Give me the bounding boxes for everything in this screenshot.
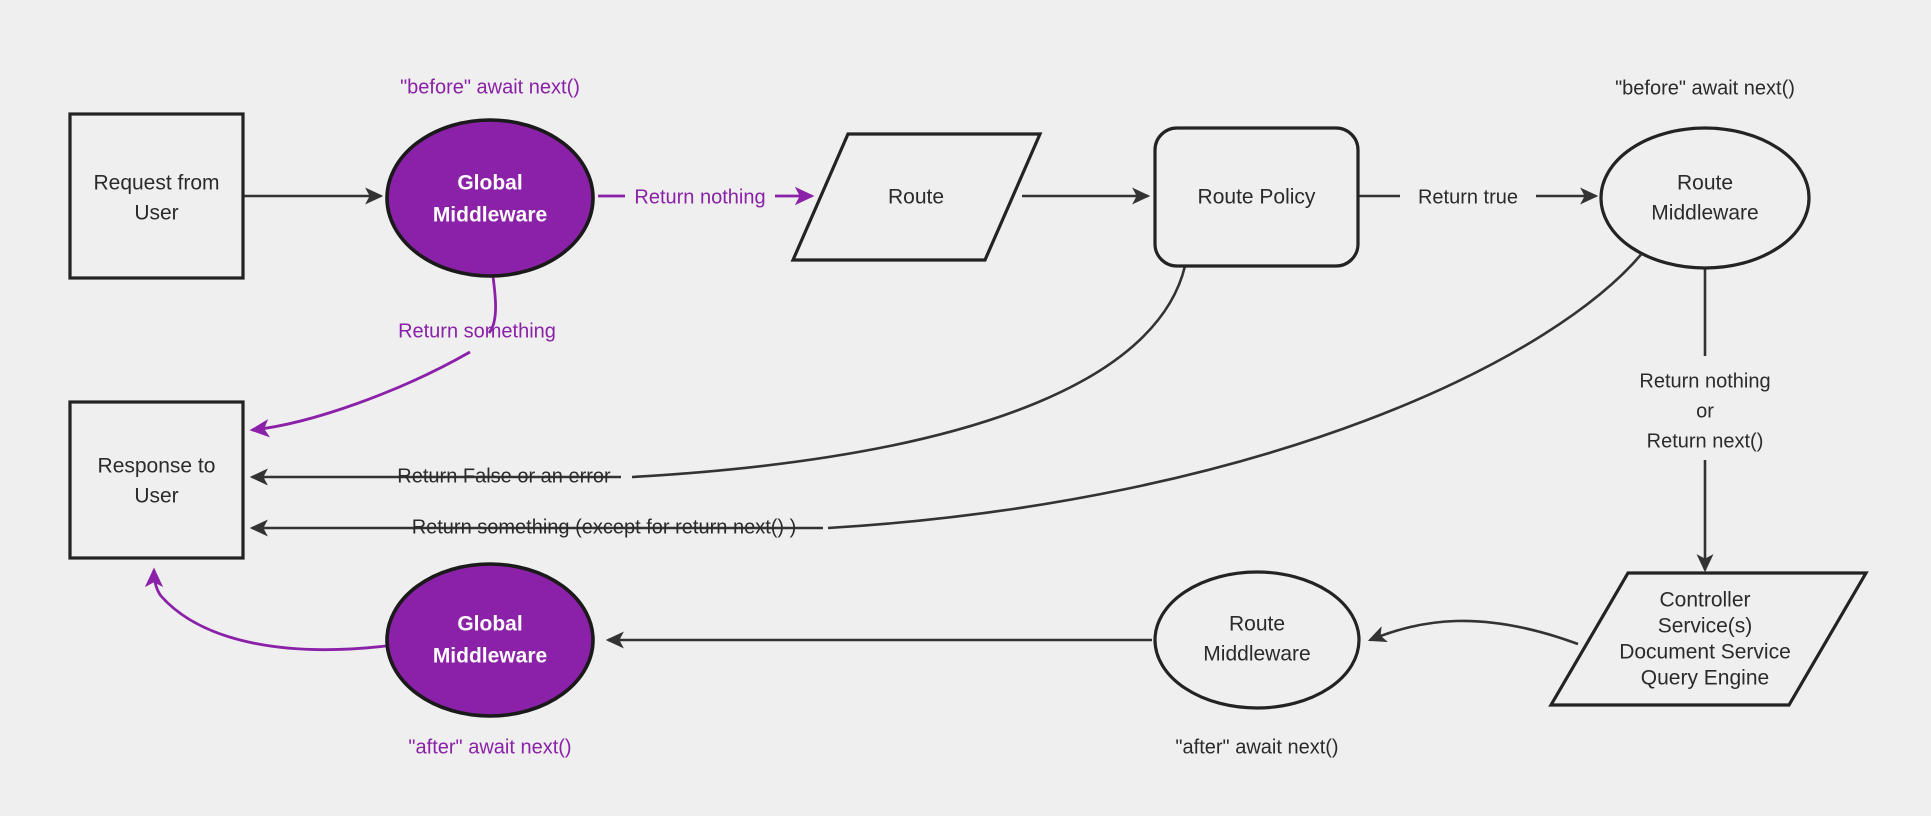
global-middleware-before-shape <box>385 118 595 278</box>
request-from-user-label-line1: Request from <box>93 172 219 195</box>
node-route-policy[interactable]: Route Policy <box>1153 126 1360 268</box>
edge-label-return-something-except-next: Return something (except for return next… <box>412 516 797 538</box>
edge-controller-to-route-middleware-after <box>1367 619 1579 646</box>
global-middleware-after-shape <box>385 562 595 718</box>
controller-services-label-line4: Query Engine <box>1641 667 1769 690</box>
edge-label-return-true: Return true <box>1418 186 1518 208</box>
controller-services-label-line3: Document Service <box>1619 641 1791 664</box>
request-from-user-label-line2: User <box>134 202 178 225</box>
node-route-middleware-after[interactable]: Route Middleware <box>1153 570 1361 710</box>
edge-label-return-nothing-or-next-line3: Return next() <box>1647 430 1764 452</box>
route-policy-label: Route Policy <box>1198 186 1316 209</box>
node-request-from-user[interactable]: Request from User <box>68 112 245 280</box>
route-label: Route <box>888 186 944 209</box>
global-middleware-before-label-line2: Middleware <box>433 204 547 227</box>
edge-route-middleware-return-something <box>827 245 1650 530</box>
edge-label-return-nothing-or-next-line2: or <box>1696 400 1714 422</box>
node-controller-services[interactable]: Controller Service(s) Document Service Q… <box>1548 571 1869 707</box>
response-to-user-shape <box>68 400 245 560</box>
route-middleware-before-shape <box>1599 126 1811 270</box>
request-from-user-shape <box>68 112 245 280</box>
route-middleware-after-label-line2: Middleware <box>1203 643 1310 666</box>
route-middleware-after-shape <box>1153 570 1361 710</box>
edge-return-something-to-response <box>249 350 471 438</box>
edge-global-middleware-after-to-response <box>144 567 387 652</box>
controller-services-label-line1: Controller <box>1659 589 1750 612</box>
edge-label-return-nothing: Return nothing <box>634 186 765 208</box>
global-middleware-after-label-line2: Middleware <box>433 645 547 668</box>
controller-services-label-line2: Service(s) <box>1658 615 1753 638</box>
route-middleware-after-label-line1: Route <box>1229 613 1285 636</box>
node-global-middleware-after[interactable]: Global Middleware <box>385 562 595 718</box>
route-middleware-before-label-line1: Route <box>1677 172 1733 195</box>
note-before-await-next-route: "before" await next() <box>1615 77 1795 99</box>
route-middleware-before-label-line2: Middleware <box>1651 202 1758 225</box>
controller-services-shape <box>1548 571 1869 707</box>
note-after-await-next-global: "after" await next() <box>408 736 571 758</box>
node-route[interactable]: Route <box>790 132 1043 262</box>
edge-label-return-something: Return something <box>398 320 556 342</box>
response-to-user-label-line1: Response to <box>98 455 216 478</box>
note-after-await-next-route: "after" await next() <box>1175 736 1338 758</box>
node-response-to-user[interactable]: Response to User <box>68 400 245 560</box>
note-before-await-next-global: "before" await next() <box>400 76 580 98</box>
response-to-user-label-line2: User <box>134 485 178 508</box>
route-shape <box>790 132 1043 262</box>
edge-route-policy-return-false <box>631 265 1187 479</box>
node-route-middleware-before[interactable]: Route Middleware <box>1599 126 1811 270</box>
global-middleware-after-label-line1: Global <box>457 613 522 636</box>
route-policy-shape <box>1153 126 1360 268</box>
edge-label-return-nothing-or-next-line1: Return nothing <box>1639 370 1770 392</box>
node-global-middleware-before[interactable]: Global Middleware <box>385 118 595 278</box>
edge-label-return-false-or-error: Return False or an error <box>397 465 611 487</box>
global-middleware-before-label-line1: Global <box>457 172 522 195</box>
